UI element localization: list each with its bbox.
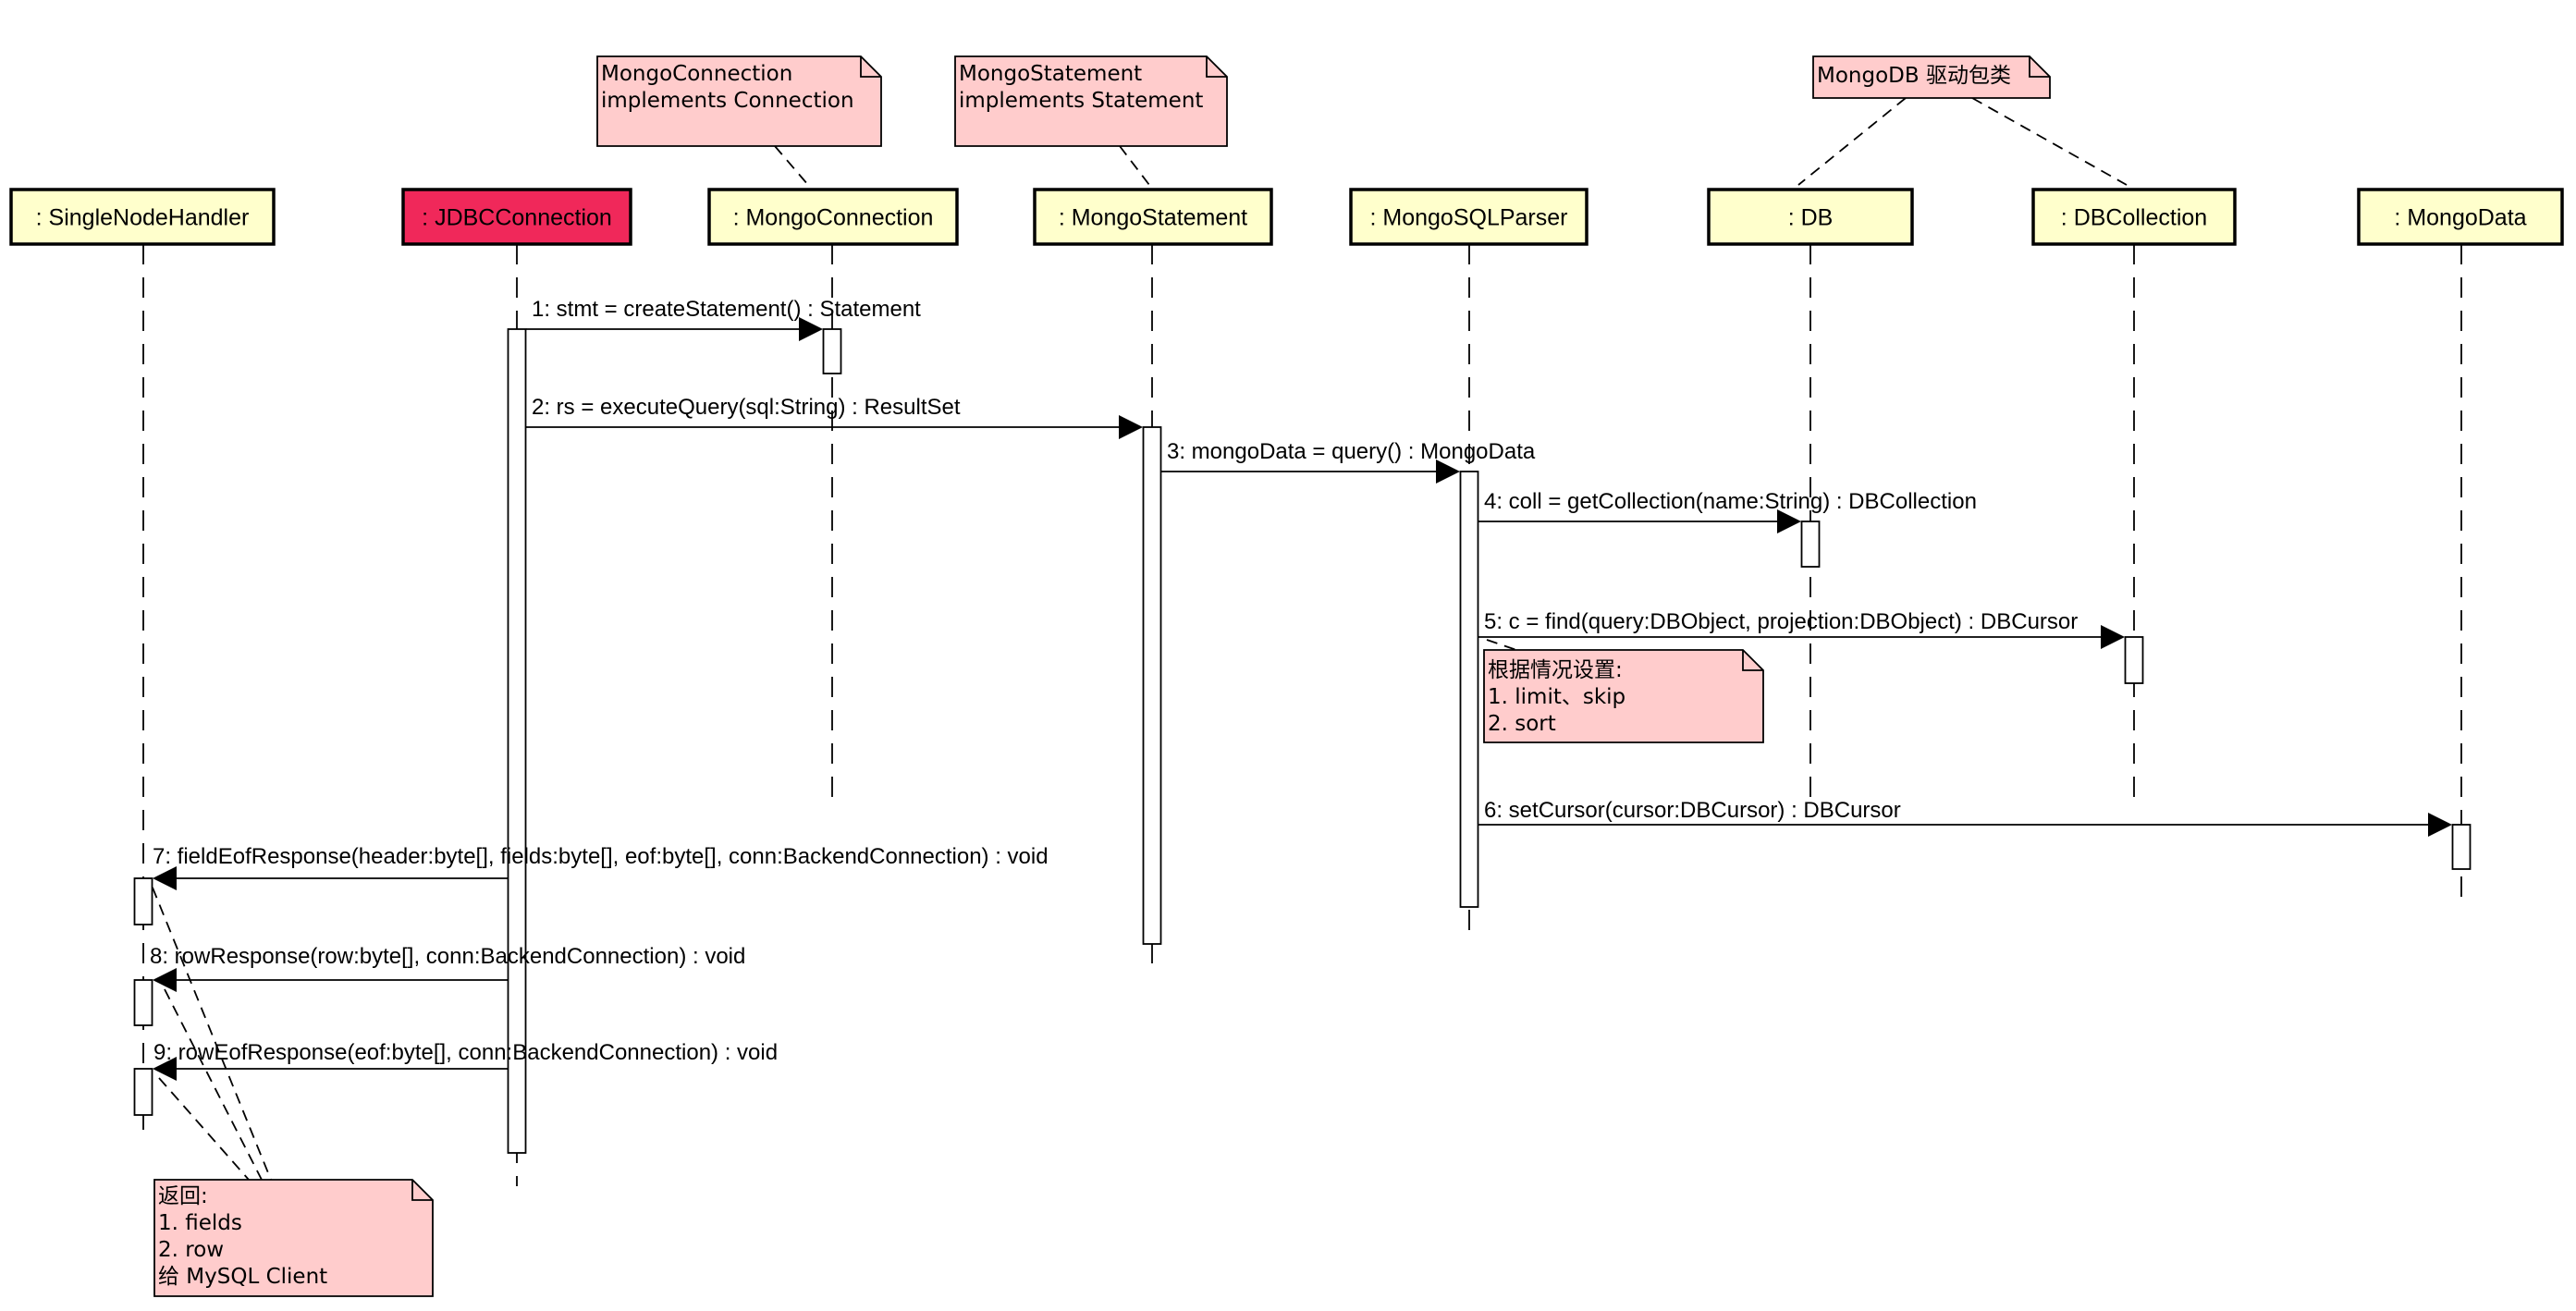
note-box (954, 55, 1228, 147)
note-text-line: MongoConnection (601, 62, 792, 86)
arrow-head-icon (799, 317, 823, 341)
activation-bar (133, 979, 153, 1026)
note-box (1812, 55, 2051, 99)
note-anchor-line (1797, 97, 1907, 186)
message-3[interactable]: 3: mongoData = query() : MongoData (1161, 439, 1536, 484)
message-label: 6: setCursor(cursor:DBCursor) : DBCursor (1484, 798, 1901, 823)
note-fold-corner (411, 1180, 433, 1201)
note-text-line: 2. sort (1488, 712, 1556, 736)
note-anchor-line (158, 1077, 250, 1181)
lifeline-box[interactable] (1349, 188, 1589, 246)
lifeline-label: : MongoStatement (1059, 205, 1247, 231)
note-text-line: 根据情况设置: (1488, 658, 1623, 682)
arrow-head-icon (2428, 813, 2452, 837)
lifeline-label: : MongoData (2394, 205, 2526, 231)
arrow-head-icon (1777, 509, 1801, 533)
activation-bar (133, 877, 153, 925)
note-mongostatement: MongoStatement implements Statement (954, 55, 1228, 186)
lifeline-label: : MongoConnection (733, 205, 934, 231)
lifeline-label: : DB (1788, 205, 1834, 231)
activation-bar (1800, 521, 1821, 568)
lifeline-label: : DBCollection (2061, 205, 2207, 231)
note-box (596, 55, 882, 147)
message-label: 9: rowEofResponse(eof:byte[], conn:Backe… (153, 1040, 778, 1065)
message-label: 7: fieldEofResponse(header:byte[], field… (153, 844, 1049, 869)
message-4[interactable]: 4: coll = getCollection(name:String) : D… (1478, 489, 1977, 533)
note-settings: 根据情况设置: 1. limit、skip 2. sort (1483, 639, 1764, 743)
message-label: 8: rowResponse(row:byte[], conn:BackendC… (150, 944, 745, 969)
lifeline-box[interactable] (1707, 188, 1914, 246)
note-return: 返回: 1. fields 2. row 给 MySQL Client (152, 887, 434, 1297)
arrow-head-icon (153, 866, 177, 890)
activation-bar (822, 328, 842, 374)
lifeline-box[interactable] (401, 188, 632, 246)
note-text-line: MongoStatement (959, 62, 1142, 86)
lifeline-box[interactable] (707, 188, 959, 246)
activation-bar (1142, 426, 1162, 945)
note-text-line: implements Connection (601, 89, 854, 113)
activation-bar (133, 1068, 153, 1116)
note-text-line: 返回: (158, 1184, 208, 1208)
arrow-head-icon (1119, 415, 1143, 439)
activation-bar (2124, 636, 2144, 684)
message-7[interactable]: 7: fieldEofResponse(header:byte[], field… (153, 844, 1049, 890)
note-text-line: 2. row (158, 1238, 224, 1262)
message-6[interactable]: 6: setCursor(cursor:DBCursor) : DBCursor (1478, 798, 2452, 837)
message-label: 5: c = find(query:DBObject, projection:D… (1484, 609, 2078, 634)
message-label: 1: stmt = createStatement() : Statement (532, 297, 921, 322)
lifeline-box[interactable] (2357, 188, 2564, 246)
message-8[interactable]: 8: rowResponse(row:byte[], conn:BackendC… (150, 944, 745, 992)
note-fold-corner (1742, 650, 1763, 671)
message-1[interactable]: 1: stmt = createStatement() : Statement (526, 297, 921, 341)
note-anchor-line (1971, 97, 2128, 186)
arrow-head-icon (2101, 625, 2125, 649)
lifeline-mdata: : MongoData (2357, 188, 2564, 901)
lifeline-handler: : SingleNodeHandler (9, 188, 276, 1142)
note-box (153, 1179, 434, 1297)
message-label: 2: rs = executeQuery(sql:String) : Resul… (532, 395, 961, 420)
activation-bar (2451, 824, 2472, 870)
note-driver: MongoDB 驱动包类 (1797, 55, 2128, 186)
arrow-head-icon (153, 1057, 177, 1081)
message-2[interactable]: 2: rs = executeQuery(sql:String) : Resul… (526, 395, 1143, 439)
note-anchor-line (1486, 639, 1517, 651)
lifeline-mconn: : MongoConnection (707, 188, 959, 803)
note-text-line: 1. limit、skip (1488, 685, 1625, 709)
arrow-head-icon (153, 968, 177, 992)
note-anchor-line (1119, 145, 1150, 186)
note-anchor-line (152, 887, 272, 1181)
lifeline-box[interactable] (9, 188, 276, 246)
note-anchor-line (164, 988, 263, 1181)
note-mongoconnection: MongoConnection implements Connection (596, 55, 882, 186)
lifeline-dbcoll: : DBCollection (2031, 188, 2237, 803)
activation-bar (507, 328, 527, 1154)
message-label: 4: coll = getCollection(name:String) : D… (1484, 489, 1977, 514)
lifeline-box[interactable] (2031, 188, 2237, 246)
note-fold-corner (1206, 56, 1227, 78)
activation-bar (1459, 471, 1479, 908)
note-box (1483, 649, 1764, 743)
note-text-line: implements Statement (959, 89, 1203, 113)
lifeline-label: : MongoSQLParser (1370, 205, 1568, 231)
lifeline-box[interactable] (1033, 188, 1273, 246)
message-label: 3: mongoData = query() : MongoData (1167, 439, 1536, 464)
note-fold-corner (2029, 56, 2050, 78)
note-fold-corner (860, 56, 881, 78)
lifeline-label: : JDBCConnection (422, 205, 612, 231)
arrow-head-icon (1436, 459, 1460, 484)
message-5[interactable]: 5: c = find(query:DBObject, projection:D… (1478, 609, 2125, 649)
message-9[interactable]: 9: rowEofResponse(eof:byte[], conn:Backe… (153, 1040, 778, 1081)
lifeline-label: : SingleNodeHandler (36, 205, 250, 231)
note-text-line: 给 MySQL Client (158, 1265, 327, 1289)
note-text-line: MongoDB 驱动包类 (1817, 64, 2011, 88)
note-anchor-line (774, 145, 809, 186)
note-text-line: 1. fields (158, 1211, 242, 1235)
